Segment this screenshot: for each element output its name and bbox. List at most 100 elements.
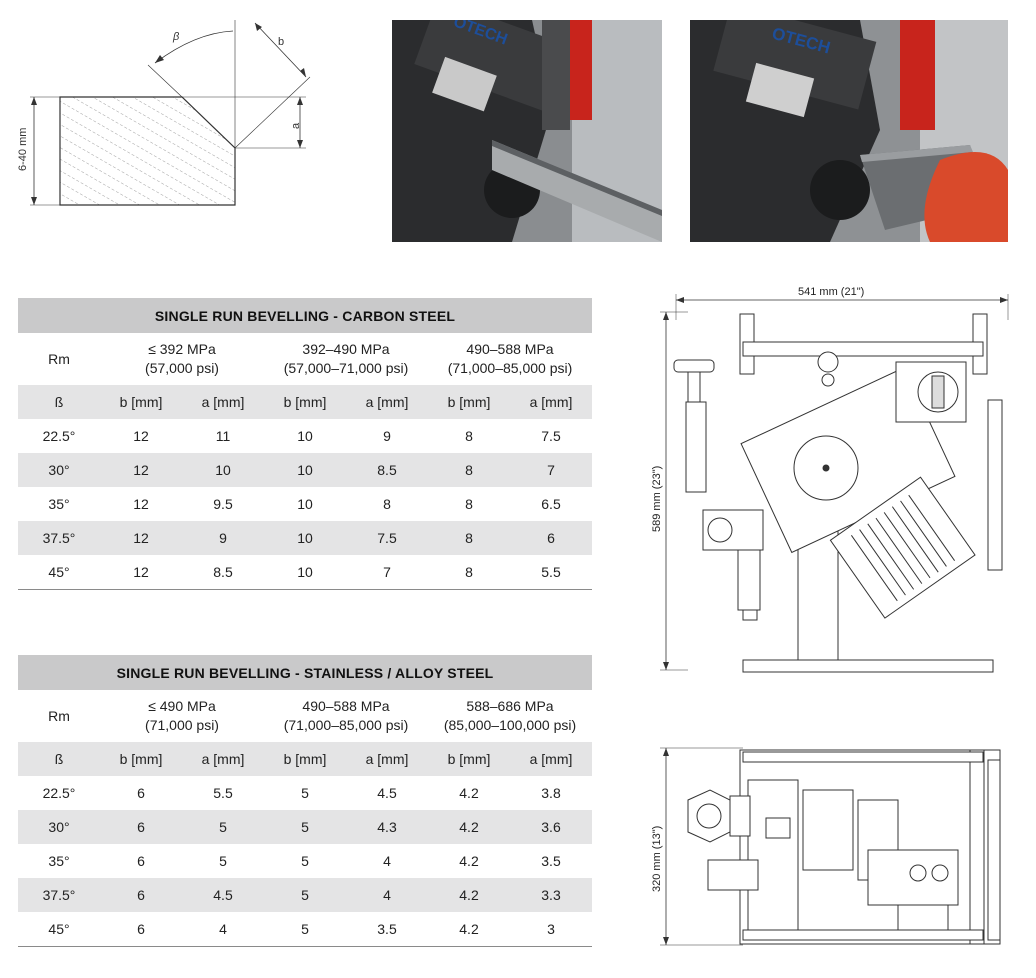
table-cell: 8 bbox=[465, 428, 473, 444]
table-cell: 6 bbox=[137, 921, 145, 937]
table-cell: 5 bbox=[264, 878, 346, 912]
table-cell: 45° bbox=[48, 921, 70, 937]
table-cell: 3.5 bbox=[541, 853, 561, 869]
table-cell: 10 bbox=[182, 453, 264, 487]
table-cell: 5.5 bbox=[541, 564, 561, 580]
table-cell: 35° bbox=[48, 496, 70, 512]
table-title: SINGLE RUN BEVELLING - CARBON STEEL bbox=[18, 298, 592, 333]
table-cell: 4.2 bbox=[459, 921, 479, 937]
psi-range: (71,000–85,000 psi) bbox=[447, 360, 573, 376]
table-cell: 12 bbox=[100, 453, 182, 487]
table-cell: 9.5 bbox=[213, 496, 233, 512]
table-cell: 45° bbox=[48, 564, 70, 580]
table-cell: 5 bbox=[301, 785, 309, 801]
column-header: a [mm] bbox=[510, 742, 592, 776]
table-cell: 35° bbox=[48, 853, 70, 869]
table-cell: 7 bbox=[383, 564, 391, 580]
table-cell: 37.5° bbox=[18, 878, 100, 912]
thickness-label: 6-40 mm bbox=[17, 128, 29, 171]
table-cell: 4.5 bbox=[182, 878, 264, 912]
table-cell: 8.5 bbox=[213, 564, 233, 580]
column-header: b [mm] bbox=[428, 742, 510, 776]
table-cell: 37.5° bbox=[18, 521, 100, 555]
column-header: b [mm] bbox=[264, 742, 346, 776]
table-cell: 10 bbox=[297, 428, 313, 444]
table-cell: 4.5 bbox=[377, 785, 397, 801]
front-view-drawing: 541 mm (21") 589 mm (23") bbox=[651, 286, 1009, 673]
a-label: a bbox=[290, 122, 302, 129]
table-cell: 10 bbox=[297, 564, 313, 580]
column-header: a [mm] bbox=[182, 742, 264, 776]
table-cell: 8 bbox=[465, 496, 473, 512]
carbon-steel-table: SINGLE RUN BEVELLING - CARBON STEEL Rm ≤… bbox=[18, 298, 592, 590]
table-cell: 3.6 bbox=[510, 810, 592, 844]
table-cell: 5 bbox=[182, 810, 264, 844]
table-cell: 12 bbox=[100, 521, 182, 555]
table-cell: 6 bbox=[137, 785, 145, 801]
column-header: a [mm] bbox=[510, 385, 592, 419]
table-cell: 7 bbox=[510, 453, 592, 487]
table-cell: 5 bbox=[301, 853, 309, 869]
table-cell: 5.5 bbox=[213, 785, 233, 801]
table-cell: 12 bbox=[133, 428, 149, 444]
psi-range: (85,000–100,000 psi) bbox=[443, 717, 577, 733]
table-cell: 22.5° bbox=[42, 785, 76, 801]
column-header: a [mm] bbox=[346, 385, 428, 419]
strength-group: 490–588 MPa (71,000–85,000 psi) bbox=[264, 690, 428, 742]
table-cell: 8.5 bbox=[346, 453, 428, 487]
top-height-dimension-label: 320 mm (13") bbox=[651, 826, 663, 892]
table-cell: 7.5 bbox=[346, 521, 428, 555]
table-cell: 10 bbox=[297, 496, 313, 512]
table-cell: 8 bbox=[428, 521, 510, 555]
strength-group: 588–686 MPa (85,000–100,000 psi) bbox=[428, 690, 592, 742]
table-cell: 5 bbox=[301, 921, 309, 937]
beta-label: β bbox=[172, 31, 180, 43]
table-cell: 6.5 bbox=[541, 496, 561, 512]
mpa-range: 392–490 MPa bbox=[302, 341, 390, 357]
stainless-steel-table: SINGLE RUN BEVELLING - STAINLESS / ALLOY… bbox=[18, 655, 592, 947]
table-cell: 4 bbox=[346, 878, 428, 912]
mpa-range: ≤ 490 MPa bbox=[148, 698, 216, 714]
width-dimension-label: 541 mm (21") bbox=[798, 286, 864, 298]
table-cell: 4 bbox=[383, 853, 391, 869]
table-cell: 3 bbox=[547, 921, 555, 937]
mpa-range: ≤ 392 MPa bbox=[148, 341, 216, 357]
table-cell: 4.3 bbox=[346, 810, 428, 844]
column-header: b [mm] bbox=[100, 385, 182, 419]
table-cell: 10 bbox=[264, 521, 346, 555]
table-cell: 5 bbox=[264, 810, 346, 844]
table-cell: 12 bbox=[133, 496, 149, 512]
table-cell: 9 bbox=[182, 521, 264, 555]
psi-range: (71,000 psi) bbox=[145, 717, 219, 733]
table-cell: 10 bbox=[264, 453, 346, 487]
column-header: b [mm] bbox=[264, 385, 346, 419]
strength-group: ≤ 490 MPa (71,000 psi) bbox=[100, 690, 264, 742]
column-header: b [mm] bbox=[428, 385, 510, 419]
table-cell: 30° bbox=[18, 453, 100, 487]
table-cell: 4 bbox=[219, 921, 227, 937]
top-view-drawing: 320 mm (13") bbox=[651, 747, 1001, 946]
strength-group: 490–588 MPa (71,000–85,000 psi) bbox=[428, 333, 592, 385]
table-cell: 30° bbox=[18, 810, 100, 844]
psi-range: (57,000–71,000 psi) bbox=[283, 360, 409, 376]
strength-group: 392–490 MPa (57,000–71,000 psi) bbox=[264, 333, 428, 385]
table-cell: 3.3 bbox=[510, 878, 592, 912]
psi-range: (57,000 psi) bbox=[145, 360, 219, 376]
column-header: a [mm] bbox=[182, 385, 264, 419]
table-cell: 6 bbox=[510, 521, 592, 555]
table-cell: 8 bbox=[428, 453, 510, 487]
column-header: ß bbox=[18, 742, 100, 776]
table-cell: 5 bbox=[219, 853, 227, 869]
rm-label: Rm bbox=[48, 351, 70, 367]
table-cell: 22.5° bbox=[42, 428, 76, 444]
table-cell: 6 bbox=[100, 810, 182, 844]
mpa-range: 490–588 MPa bbox=[302, 698, 390, 714]
b-label: b bbox=[278, 36, 284, 48]
table-cell: 4.2 bbox=[459, 853, 479, 869]
strength-group: ≤ 392 MPa (57,000 psi) bbox=[100, 333, 264, 385]
table-cell: 4.2 bbox=[428, 810, 510, 844]
table-cell: 4.2 bbox=[428, 878, 510, 912]
table-cell: 8 bbox=[383, 496, 391, 512]
mpa-range: 490–588 MPa bbox=[466, 341, 554, 357]
height-dimension-label: 589 mm (23") bbox=[651, 466, 663, 532]
